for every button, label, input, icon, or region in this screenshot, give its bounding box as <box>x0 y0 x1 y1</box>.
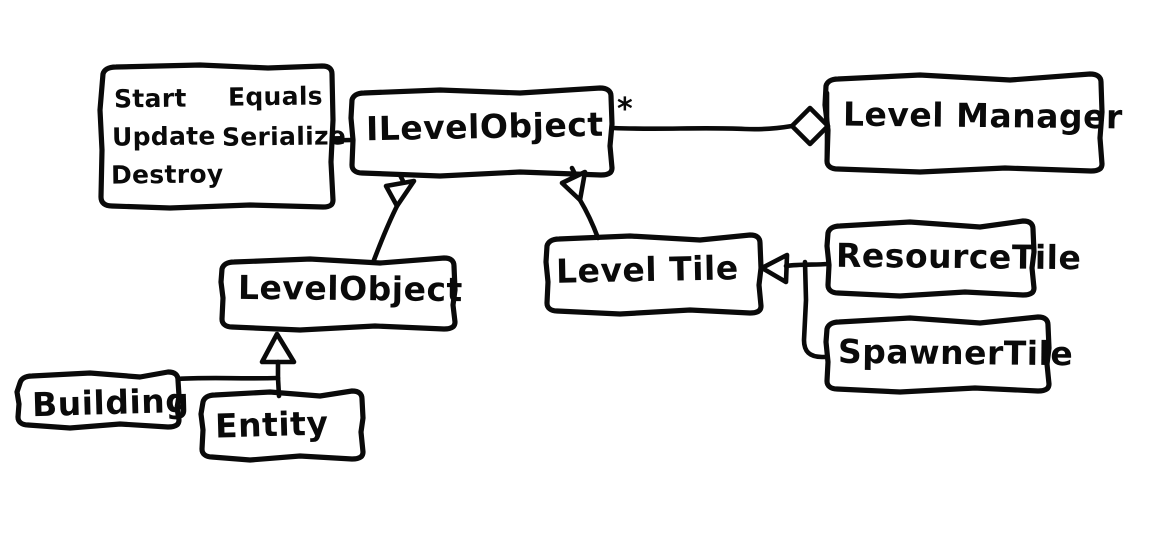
class-label-resourcetile: ResourceTile <box>835 235 1082 278</box>
class-label-building: Building <box>31 380 190 425</box>
generalization-arrow-leveltile-right <box>759 252 790 285</box>
connector-ilevelobject-to-levelmanager <box>610 123 795 132</box>
multiplicity-label: * <box>617 92 634 127</box>
method-label-start: Start <box>113 83 187 114</box>
aggregation-diamond-levelmanager <box>789 105 831 147</box>
methods-note-box[interactable] <box>97 62 336 211</box>
class-label-spawnertile: SpawnerTile <box>837 331 1074 374</box>
arrow-stem-leveltile <box>569 165 578 177</box>
connector-methods-to-ilevelobject <box>330 137 355 144</box>
class-label-entity: Entity <box>214 403 329 446</box>
connector-building-to-trunk <box>175 375 281 382</box>
building-box[interactable] <box>14 369 182 431</box>
leveltile-box[interactable] <box>543 232 764 317</box>
class-label-levelobject: LevelObject <box>237 267 464 310</box>
generalization-arrow-levelobject-bottom <box>259 331 297 365</box>
method-label-destroy: Destroy <box>110 159 224 190</box>
connector-leveltile-to-ilevelobject <box>577 197 601 241</box>
spawnertile-box[interactable] <box>823 314 1052 395</box>
method-label-update: Update <box>111 121 216 152</box>
class-label-ilevelobject: ILevelObject <box>365 104 604 149</box>
generalization-arrow-levelobject <box>383 178 417 209</box>
class-label-levelmanager: Level Manager <box>842 94 1123 137</box>
connector-levelobject-to-ilevelobject <box>371 203 400 263</box>
arrow-stem-levelobject <box>397 172 406 184</box>
levelmanager-box[interactable] <box>822 71 1105 175</box>
method-label-serialize: Serialize <box>221 121 347 152</box>
resourcetile-box[interactable] <box>824 218 1037 299</box>
generalization-arrow-leveltile <box>559 169 588 203</box>
levelobject-box[interactable] <box>218 255 458 333</box>
connector-spawnertile-trunk <box>801 259 830 360</box>
ilevelobject-box[interactable] <box>348 85 615 179</box>
entity-box[interactable] <box>198 388 366 463</box>
method-label-equals: Equals <box>227 81 324 112</box>
class-label-leveltile: Level Tile <box>555 248 739 291</box>
